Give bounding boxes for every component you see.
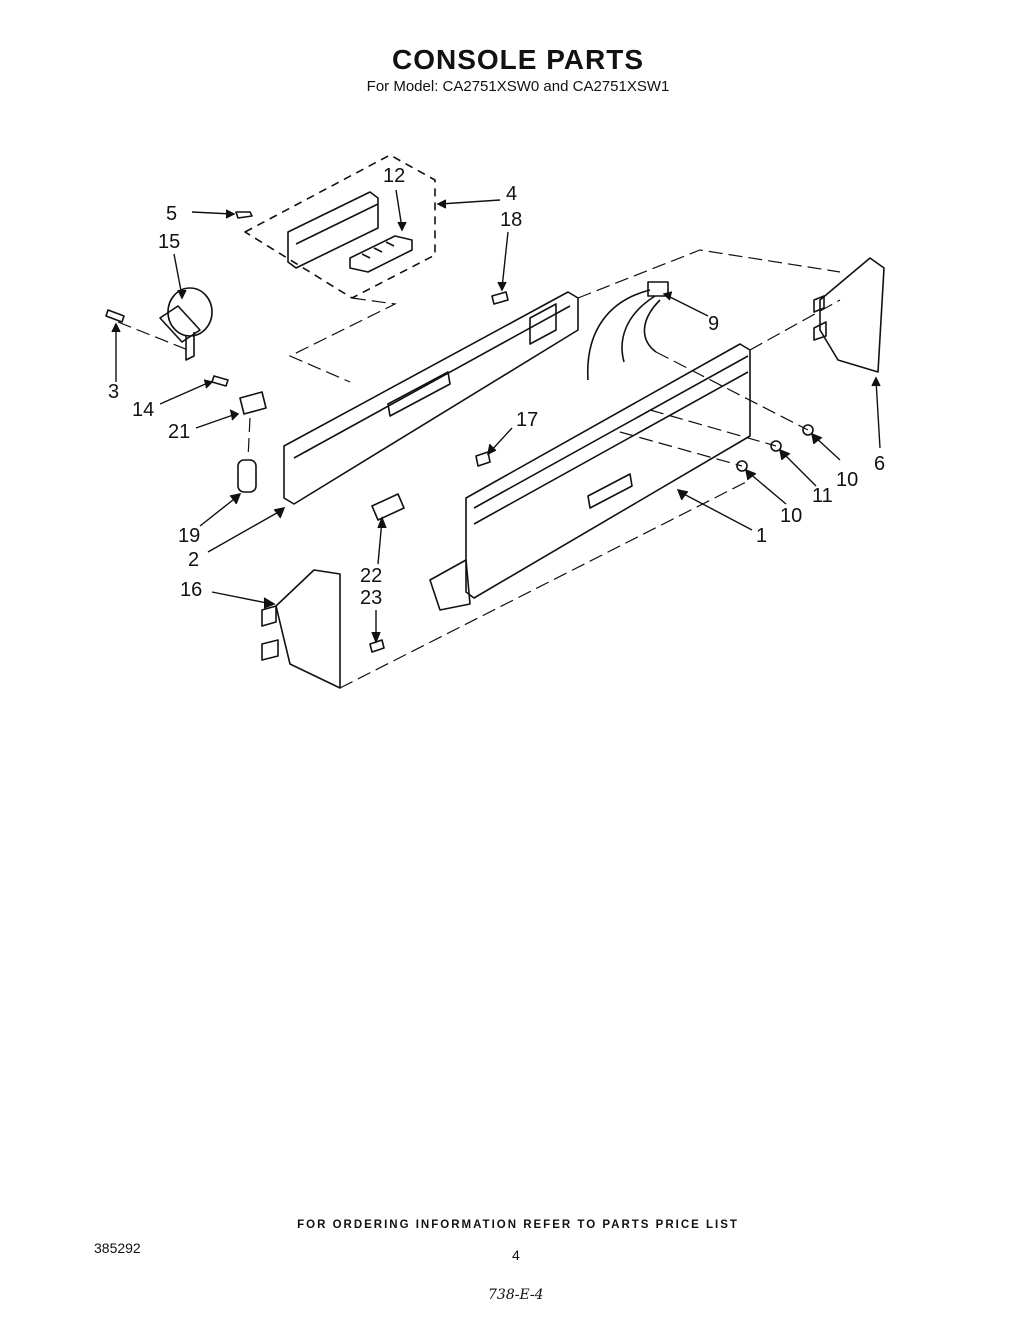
part-19 <box>237 459 257 493</box>
callout-18: 18 <box>500 209 522 231</box>
callout-17: 17 <box>516 409 538 431</box>
page-title: CONSOLE PARTS <box>391 44 645 75</box>
end-cap-part-6 <box>819 257 885 373</box>
callout-23: 23 <box>360 587 382 609</box>
callout-5: 5 <box>166 203 177 225</box>
callout-21: 21 <box>168 421 190 443</box>
screw-17 <box>475 451 491 467</box>
callout-1: 1 <box>756 525 767 547</box>
switch-block-part <box>287 191 379 269</box>
callout-3: 3 <box>108 381 119 403</box>
callout-10-lower: 10 <box>780 505 802 527</box>
callout-19: 19 <box>178 525 200 547</box>
assembly-4-outline <box>244 154 436 299</box>
screw-5 <box>235 211 253 219</box>
handwritten-note: 738-E-4 <box>488 1287 544 1303</box>
screw-11 <box>770 440 782 452</box>
screw-14 <box>211 375 229 387</box>
wiring-harness-9 <box>587 289 661 381</box>
screw-10-lower <box>736 460 748 472</box>
callout-9: 9 <box>708 313 719 335</box>
model-subtitle: For Model: CA2751XSW0 and CA2751XSW1 <box>366 78 670 95</box>
callout-4: 4 <box>506 183 517 205</box>
timer-part-15 <box>167 287 213 337</box>
callout-2: 2 <box>188 549 199 571</box>
end-cap-part-16 <box>275 569 341 689</box>
screw-23 <box>369 639 385 653</box>
document-number: 385292 <box>94 1240 141 1256</box>
screw-3 <box>105 309 125 323</box>
callout-12: 12 <box>383 165 405 187</box>
clip-21 <box>239 391 267 415</box>
screw-18 <box>491 291 509 305</box>
page-number: 4 <box>512 1247 520 1263</box>
callout-16: 16 <box>180 579 202 601</box>
callout-11: 11 <box>812 485 833 507</box>
callout-labels: 5 12 4 18 15 9 3 14 21 17 10 6 11 10 1 1… <box>108 165 885 609</box>
callout-6: 6 <box>874 453 885 475</box>
callout-14: 14 <box>132 399 154 421</box>
screw-10-upper <box>802 424 814 436</box>
switch-buttons-part-12 <box>349 235 413 273</box>
rear-panel-part-2 <box>283 291 579 505</box>
clips-22 <box>371 493 405 521</box>
callout-10-upper: 10 <box>836 469 858 491</box>
callout-15: 15 <box>158 231 180 253</box>
ordering-info-note: FOR ORDERING INFORMATION REFER TO PARTS … <box>297 1219 739 1231</box>
callout-22: 22 <box>360 565 382 587</box>
console-panel-part-1 <box>465 343 751 599</box>
